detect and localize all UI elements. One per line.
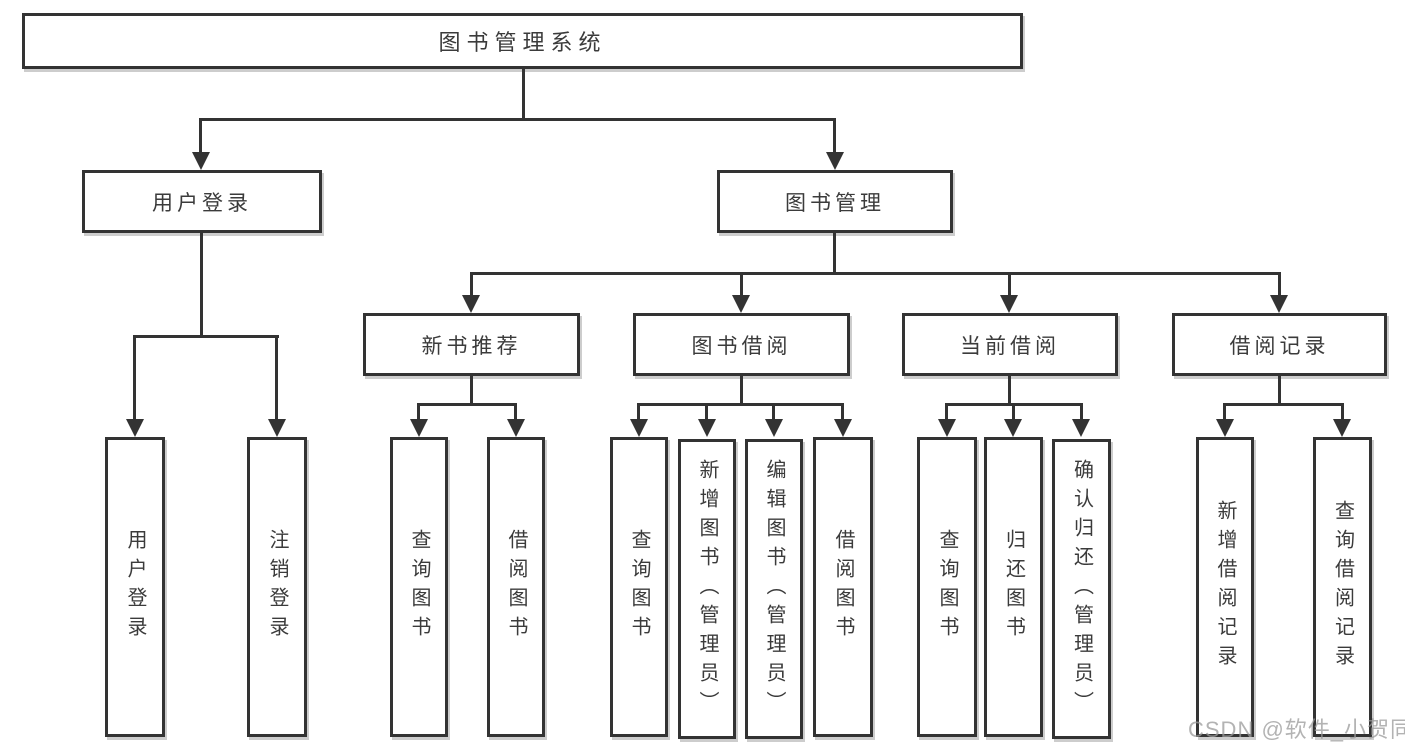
connector-logout-stem [275, 335, 278, 420]
leaf-return-book-label: 归还图书 [1002, 529, 1025, 645]
leaf-edit-book-admin: 编辑图书（管理员） [745, 439, 803, 739]
connector-bb-edit-stem [772, 403, 775, 420]
connector-borrow-record-stem [1278, 272, 1281, 297]
leaf-borrow-query-book-label: 查询图书 [628, 529, 650, 645]
leaf-logout-label: 注销登录 [266, 529, 288, 645]
leaf-user-login-label: 用户登录 [124, 529, 146, 645]
arrow-down-icon [268, 419, 286, 437]
leaf-add-borrow-record: 新增借阅记录 [1196, 437, 1254, 737]
connector-user-login-hline [133, 335, 279, 338]
leaf-recommend-query-book-label: 查询图书 [408, 529, 430, 645]
connector-recommend-borrow-stem [514, 403, 517, 420]
connector-new-book-recommend-stem [470, 272, 473, 297]
leaf-recommend-borrow-book: 借阅图书 [487, 437, 545, 737]
leaf-borrow-borrow-book-label: 借阅图书 [832, 529, 854, 645]
leaf-add-book-admin: 新增图书（管理员） [678, 439, 736, 739]
connector-cb-confirm-stem [1080, 403, 1083, 420]
node-current-borrow: 当前借阅 [902, 313, 1118, 376]
connector-book-borrow-hline [637, 403, 844, 406]
connector-cb-return-stem [1012, 403, 1015, 420]
arrow-down-icon [410, 419, 428, 437]
arrow-down-icon [834, 419, 852, 437]
node-borrow-record-label: 借阅记录 [1229, 334, 1330, 358]
node-new-book-recommend: 新书推荐 [363, 313, 580, 376]
arrow-down-icon [826, 152, 844, 170]
arrow-down-icon [938, 419, 956, 437]
connector-login-stem [133, 335, 136, 420]
watermark: CSDN @软件_小贺同学 [1188, 717, 1405, 742]
connector-bb-add-stem [705, 403, 708, 420]
leaf-current-query-book: 查询图书 [917, 437, 977, 737]
arrow-down-icon [732, 295, 750, 313]
connector-cb-query-stem [945, 403, 948, 420]
leaf-confirm-return-admin: 确认归还（管理员） [1052, 439, 1111, 739]
arrow-down-icon [765, 419, 783, 437]
connector-book-management-stem [833, 118, 836, 153]
leaf-recommend-query-book: 查询图书 [390, 437, 448, 737]
node-user-login: 用户登录 [82, 170, 322, 233]
leaf-add-book-admin-label: 新增图书（管理员） [696, 458, 718, 720]
leaf-add-borrow-record-label: 新增借阅记录 [1214, 500, 1236, 674]
connector-borrow-record-down [1278, 376, 1281, 404]
arrow-down-icon [1216, 419, 1234, 437]
connector-level3-hline [470, 272, 1281, 275]
arrow-down-icon [630, 419, 648, 437]
arrow-down-icon [192, 152, 210, 170]
node-borrow-record: 借阅记录 [1172, 313, 1387, 376]
connector-borrow-record-hline [1223, 403, 1344, 406]
connector-book-management-down [833, 233, 836, 272]
leaf-borrow-borrow-book: 借阅图书 [813, 437, 873, 737]
connector-root-stem [522, 69, 525, 118]
leaf-user-login: 用户登录 [105, 437, 165, 737]
connector-book-borrow-down [740, 376, 743, 404]
node-book-management-label: 图书管理 [785, 191, 885, 215]
leaf-return-book: 归还图书 [984, 437, 1043, 737]
leaf-query-borrow-record-label: 查询借阅记录 [1331, 500, 1354, 674]
node-user-login-label: 用户登录 [152, 191, 252, 215]
arrow-down-icon [507, 419, 525, 437]
connector-book-borrow-stem [740, 272, 743, 297]
leaf-recommend-borrow-book-label: 借阅图书 [505, 529, 527, 645]
arrow-down-icon [126, 419, 144, 437]
node-root-label: 图书管理系统 [438, 30, 607, 55]
leaf-current-query-book-label: 查询图书 [936, 529, 958, 645]
leaf-borrow-query-book: 查询图书 [610, 437, 668, 737]
arrow-down-icon [1333, 419, 1351, 437]
connector-br-add-stem [1223, 403, 1226, 420]
node-book-borrow-label: 图书借阅 [691, 334, 792, 358]
connector-user-login-stem [199, 118, 202, 153]
node-book-management: 图书管理 [717, 170, 953, 233]
arrow-down-icon [1004, 419, 1022, 437]
connector-recommend-query-stem [417, 403, 420, 420]
node-root: 图书管理系统 [22, 13, 1023, 69]
connector-user-login-down [200, 233, 203, 335]
connector-current-borrow-down [1008, 376, 1011, 404]
connector-bb-borrow-stem [841, 403, 844, 420]
node-book-borrow: 图书借阅 [633, 313, 850, 376]
arrow-down-icon [1270, 295, 1288, 313]
connector-bb-query-stem [637, 403, 640, 420]
connector-br-query-stem [1341, 403, 1344, 420]
leaf-query-borrow-record: 查询借阅记录 [1313, 437, 1372, 737]
leaf-confirm-return-admin-label: 确认归还（管理员） [1070, 458, 1093, 720]
arrow-down-icon [698, 419, 716, 437]
node-new-book-recommend-label: 新书推荐 [421, 334, 522, 358]
leaf-edit-book-admin-label: 编辑图书（管理员） [763, 458, 785, 720]
arrow-down-icon [462, 295, 480, 313]
arrow-down-icon [1072, 419, 1090, 437]
connector-recommend-down [470, 376, 473, 404]
node-current-borrow-label: 当前借阅 [960, 334, 1060, 358]
connector-level2-hline [199, 118, 836, 121]
connector-recommend-hline [417, 403, 517, 406]
arrow-down-icon [1000, 295, 1018, 313]
connector-current-borrow-stem [1008, 272, 1011, 297]
leaf-logout: 注销登录 [247, 437, 307, 737]
